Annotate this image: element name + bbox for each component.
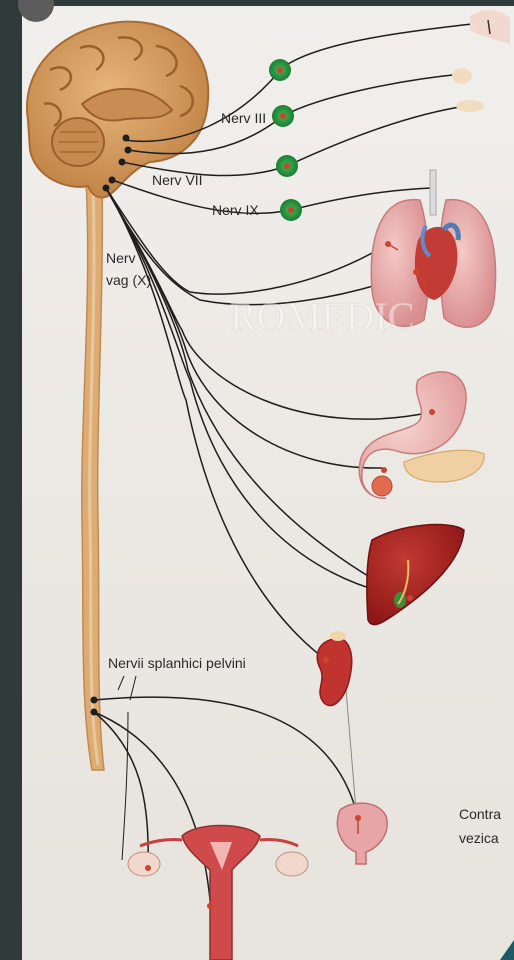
label-vagus-line1: Nerv [106, 250, 136, 267]
watermark: ROMEDIC [230, 294, 414, 339]
label-nerve-vii: Nerv VII [152, 172, 203, 189]
caption-line2: vezica [459, 830, 499, 847]
stomach-pancreas-icon [359, 372, 484, 498]
label-nerve-iii: Nerv III [221, 110, 266, 127]
corner-mark [18, 0, 54, 22]
bladder-icon [337, 803, 387, 864]
corner-mark-bottom [500, 940, 514, 960]
liver-icon [367, 525, 464, 625]
uterus-icon [128, 826, 308, 960]
label-nerve-ix: Nerv IX [212, 202, 259, 219]
caption-line1: Contra [459, 806, 501, 823]
gland-icon [452, 68, 484, 112]
ganglion-icons [269, 59, 302, 221]
label-pelvic-splanchnic: Nervii splanhici pelvini [108, 655, 246, 672]
label-vagus-line2: vag (X) [106, 272, 151, 289]
eye-icon [470, 10, 510, 44]
